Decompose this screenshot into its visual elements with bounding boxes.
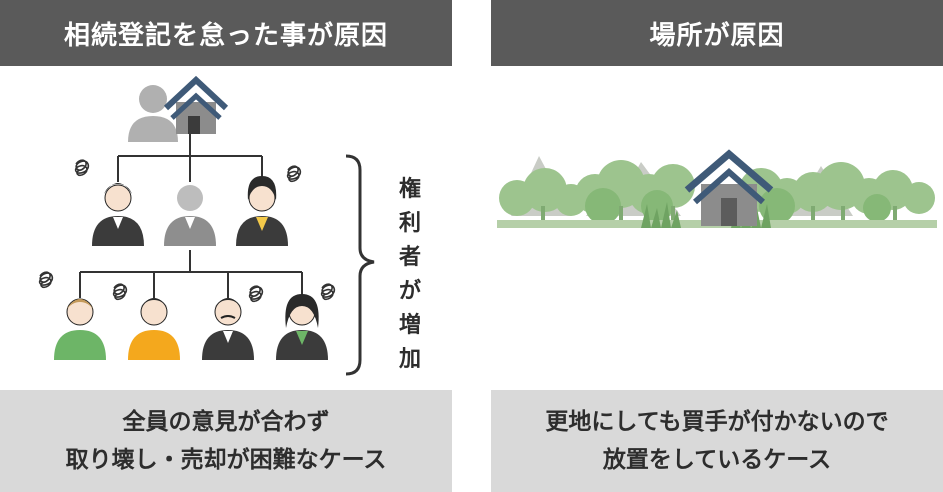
location-scene — [497, 149, 937, 228]
inheritance-panel: 相続登記を怠った事が原因 — [0, 0, 452, 492]
footer-line: 放置をしているケース — [602, 447, 832, 473]
worry-scribble-icon — [74, 159, 90, 177]
inheritance-header: 相続登記を怠った事が原因 — [0, 0, 452, 66]
heir-person-icon — [236, 176, 288, 246]
heir-person-icon — [128, 298, 180, 360]
label-char: が — [399, 278, 421, 304]
footer-line: 更地にしても買手が付かないので — [545, 409, 889, 435]
family-tree-lines — [79, 132, 303, 298]
footer-line: 全員の意見が合わず — [122, 409, 330, 435]
worry-scribble-icon — [286, 165, 302, 183]
vacant-house-icon — [684, 149, 774, 226]
label-char: 利 — [399, 211, 421, 236]
inheritance-diagram: 権 利 者 が 増 加 — [38, 75, 421, 376]
footer-line: 取り壊し・売却が困難なケース — [65, 447, 387, 473]
label-char: 増 — [399, 312, 421, 338]
inheritance-footer: 全員の意見が合わず 取り壊し・売却が困難なケース — [0, 390, 452, 492]
location-footer: 更地にしても買手が付かないので 放置をしているケース — [491, 390, 943, 492]
heir-person-icon — [92, 183, 144, 246]
worry-scribble-icon — [112, 283, 128, 301]
label-char: 加 — [398, 347, 421, 372]
curly-brace — [345, 154, 375, 376]
worry-scribble-icon — [320, 283, 336, 301]
house-icon — [163, 75, 229, 134]
worry-scribble-icon — [248, 285, 264, 303]
heir-person-icon — [276, 294, 328, 360]
label-char: 権 — [399, 176, 421, 202]
heir-person-icon — [54, 298, 106, 360]
heir-person-icon — [202, 298, 254, 360]
worry-scribble-icon — [38, 271, 54, 289]
forest-trees — [585, 188, 891, 224]
ancestor-person-icon — [128, 85, 178, 142]
heir-person-icon — [164, 185, 216, 246]
tree-trunks — [541, 206, 897, 226]
location-header: 場所が原因 — [491, 0, 943, 66]
location-panel: 場所が原因 — [491, 0, 943, 492]
rights-holders-label: 権 利 者 が 増 加 — [398, 176, 421, 372]
label-char: 者 — [398, 245, 421, 270]
